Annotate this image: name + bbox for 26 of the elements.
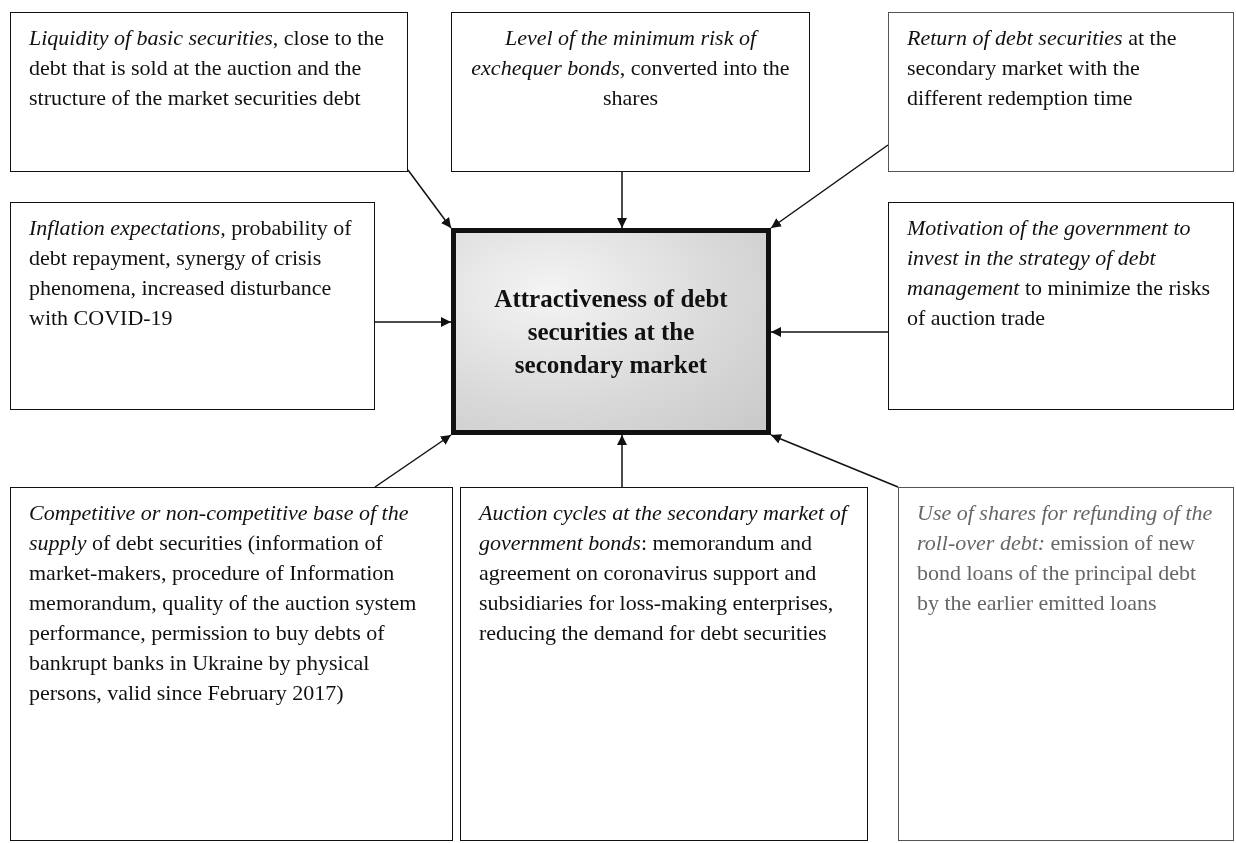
arrow [770,327,889,337]
factor-text: Liquidity of basic securities, close to the debt that is sold at the auction and the structure of the market securities debt [29,24,386,112]
factor-box [888,202,1234,410]
central-box [451,228,771,435]
factor-box [460,487,868,841]
factor-text: Motivation of the government to invest in the strategy of debt management to minimize the risks of auction trade [907,214,1212,332]
arrow [770,434,899,488]
arrow [374,434,452,488]
arrow [374,317,452,327]
central-title: Attractiveness of debt securities at the secondary market [493,284,729,380]
factor-box [10,487,453,841]
factor-box [898,487,1234,841]
factor-text: Inflation expectations, probability of debt repayment, synergy of crisis phenomena, increased disturbance with COVID-19 [29,214,353,332]
factor-box [10,12,408,172]
factor-text: Auction cycles at the secondary market of government bonds: memorandum and agreement on coronavirus support and subsidiaries for loss-making enterprises, reducing the demand for debt securities [479,498,849,648]
factor-text: Use of shares for refunding of the roll-over debt: emission of new bond loans of the principal debt by the earlier emitted loans [917,499,1214,617]
factor-text: Competitive or non-competitive base of the supply of debt securities (information of market-makers, procedure of Information memorandum, quality of the auction system performance, permission to buy debts of bankrupt banks in Ukraine by physical persons, valid since February 2017) [29,499,418,707]
factor-box [10,202,375,410]
factor-text: Level of the minimum risk of exchequer bonds, converted into the shares [470,24,791,112]
arrow [617,434,627,488]
arrow [770,144,889,229]
arrow [407,169,452,229]
factor-box [888,12,1234,172]
arrow [617,171,627,229]
factor-box [451,12,810,172]
factor-text: Return of debt securities at the secondary market with the different redemption time [907,24,1178,112]
